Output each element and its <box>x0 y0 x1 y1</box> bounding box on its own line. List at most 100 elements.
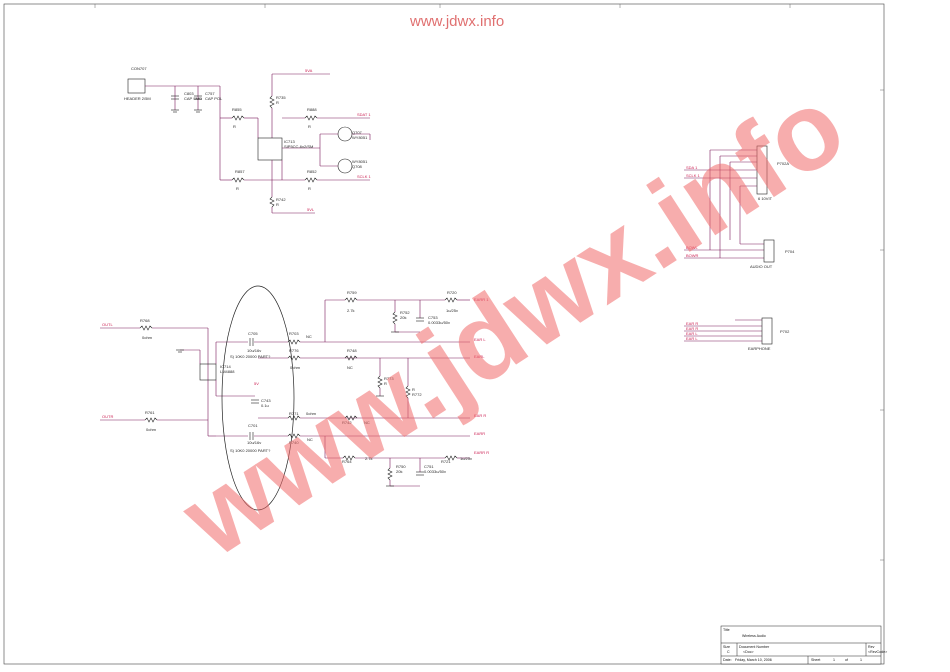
ic714-value: LM4888 <box>220 369 235 374</box>
p702-value: EARPHONE <box>748 346 771 351</box>
tb-title: Wireless Audio <box>742 634 766 638</box>
tb-sheet: 1 <box>833 658 835 662</box>
r852-ref: R852 <box>307 169 317 174</box>
border-ticks <box>94 4 884 561</box>
r752-ref: R752 <box>400 310 410 315</box>
tb-size: C <box>727 650 730 654</box>
watermark-top: www.jdwx.info <box>409 13 504 30</box>
r750-ref: R750 <box>396 464 406 469</box>
tb-doc: <Doc> <box>743 650 754 654</box>
con707-value: HEADER 2/5M <box>124 96 151 101</box>
c803-value: CAP SMD <box>184 96 202 101</box>
con707-ref: CON707 <box>131 66 147 71</box>
r771-ref: R771 <box>289 411 299 416</box>
amp-resistors <box>139 297 458 487</box>
net-ep3: EAR L <box>686 331 698 336</box>
r852-value: R <box>308 186 311 191</box>
r855-value: R <box>233 124 236 129</box>
r759-value: 2.7k <box>347 308 355 313</box>
r720-value: 1u/25v <box>446 308 458 313</box>
net-earrr: EARR <box>474 431 485 436</box>
q707-ref: Q707 <box>352 130 363 135</box>
r721-ref: R721 <box>441 459 451 464</box>
title-block-text: Title Wireless Audio Size C Document Num… <box>723 628 887 662</box>
right-connectors <box>684 145 775 345</box>
tb-date: Friday, March 10, 2006 <box>735 658 772 662</box>
r771-value: 0ohm <box>306 411 317 416</box>
c753-value: 0.0033u/50v <box>428 320 450 325</box>
net-bowl: BOWL <box>686 245 699 250</box>
r735-ref: R735 <box>276 95 286 100</box>
r750-value: 20k <box>396 469 402 474</box>
c751-ref: C751 <box>424 464 434 469</box>
q708-value: WY8051 <box>352 159 368 164</box>
tb-rev: <RevCode> <box>868 650 887 654</box>
tb-of: 1 <box>860 658 862 662</box>
tb-date-label: Date: <box>723 658 732 662</box>
net-p702a-sda: SDA 1 <box>686 165 698 170</box>
net-earl: EARL <box>474 354 485 359</box>
q707-value: WY8051 <box>352 135 368 140</box>
r773-ref: R773 <box>384 376 394 381</box>
net-5vl: 5VL <box>307 207 315 212</box>
r752-value: 20k <box>400 315 406 320</box>
r776-value: 0ohm <box>290 365 301 370</box>
c757-ref: C757 <box>205 91 215 96</box>
r748-value: NC <box>347 365 353 370</box>
ic713-value: SIP5CC-6x2/SM <box>284 144 313 149</box>
c753-ref: C753 <box>428 315 438 320</box>
tb-doc-label: Document Number <box>739 645 770 649</box>
c701-ref: C701 <box>248 423 258 428</box>
r773-value: R <box>384 381 387 386</box>
r857-value: R <box>236 186 239 191</box>
amp-labels: OUTL OUTR R768 0ohm R761 0ohm IC714 LM48… <box>102 290 489 474</box>
p702a-ref: P702A <box>777 161 789 166</box>
r742-value: R <box>276 202 279 207</box>
r742-ref: R742 <box>276 197 286 202</box>
r764-value: 2.7k <box>365 456 373 461</box>
tb-size-label: Size <box>723 645 730 649</box>
c701-value: 10u/16v <box>247 440 261 445</box>
net-ep1: EAR R <box>686 321 698 326</box>
p702-ref: P702 <box>780 329 790 334</box>
r772-value: R <box>412 387 415 392</box>
c757-value: CAP POL <box>205 96 223 101</box>
r888-value: R <box>308 124 311 129</box>
net-earr-b: EARR R <box>474 450 489 455</box>
c803-ref: C803 <box>184 91 194 96</box>
p704-value: AUDIO OUT <box>750 264 773 269</box>
tb-title-label: Title <box>723 628 730 632</box>
net-bowr: BOWR <box>686 253 699 258</box>
r768-value: 0ohm <box>142 335 153 340</box>
q708-ref: Q708 <box>352 164 363 169</box>
c751-value: 0.0033u/50v <box>424 469 446 474</box>
net-ear-r: EAR R <box>474 413 486 418</box>
tb-sheet-label: Sheet <box>811 658 820 662</box>
net-outr: OUTR <box>102 414 113 419</box>
r703-value: NC <box>306 334 312 339</box>
c705-ref: C705 <box>248 331 258 336</box>
r768-ref: R768 <box>140 318 150 323</box>
r761-ref: R761 <box>145 410 155 415</box>
c743-value: 0.1u <box>261 403 269 408</box>
ic714-ref: IC714 <box>220 364 231 369</box>
tb-rev-label: Rev <box>868 645 875 649</box>
p702a-value: 6 10VIT <box>758 196 773 201</box>
net-sclk: SCLK 1 <box>357 174 372 179</box>
ellipse-note-bottom: S) 10K0 20000 PART? <box>230 448 271 453</box>
top-resistors <box>171 95 318 208</box>
net-ep4: EAR L <box>686 336 698 341</box>
net-ep2: EAR R <box>686 326 698 331</box>
r857-ref: R857 <box>235 169 245 174</box>
watermark-diagonal: www.jdwx.info <box>160 63 865 581</box>
r740-value: NC <box>307 437 313 442</box>
net-sdat: SDAT 1 <box>357 112 371 117</box>
net-5va: 5VA <box>305 68 313 73</box>
r748-ref: R748 <box>347 348 357 353</box>
ellipse-note-top: S) 10K0 20000 PART? <box>230 354 271 359</box>
r720-ref: R720 <box>447 290 457 295</box>
r742b-ref: R742 <box>342 420 352 425</box>
c705-value: 10u/16v <box>247 348 261 353</box>
net-5v: 5V <box>254 381 259 386</box>
